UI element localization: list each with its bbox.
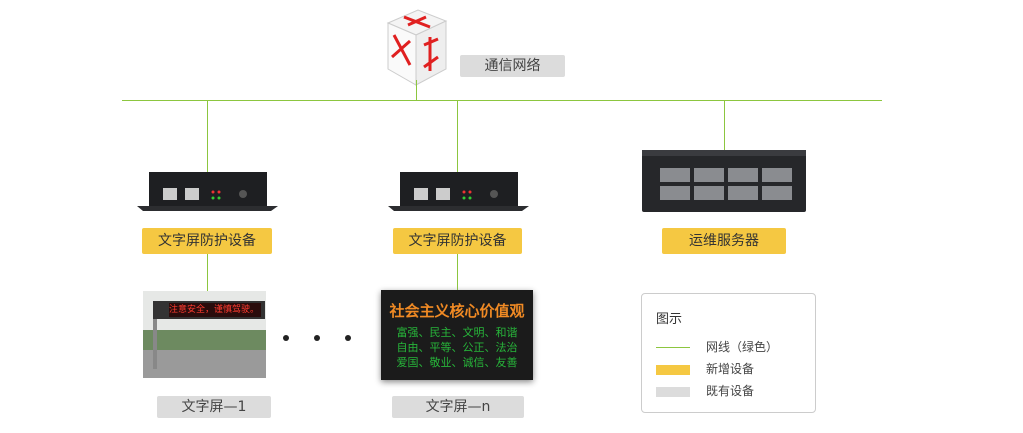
legend-item-cable: 网线（绿色） (656, 338, 778, 355)
legend: 图示 网线（绿色） 新增设备 既有设备 (641, 293, 816, 413)
screen-label: 文字屏—n (392, 396, 524, 418)
ellipsis-dot (283, 335, 289, 341)
ellipsis-dot (345, 335, 351, 341)
cable-device-1 (207, 100, 208, 172)
network-label: 通信网络 (460, 55, 565, 77)
router-cable (416, 80, 417, 100)
led-line: 自由、平等、公正、法治 (396, 341, 518, 354)
highway-sign-photo: 注意安全，谨慎驾驶。 (143, 291, 266, 378)
device-label: 文字屏防护设备 (142, 228, 272, 254)
protection-device-image (388, 172, 529, 211)
legend-title: 图示 (656, 312, 683, 327)
led-line: 富强、民主、文明、和谐 (396, 326, 518, 339)
screen-label: 文字屏—1 (157, 396, 271, 418)
server-image (642, 150, 806, 212)
led-title: 社会主义核心价值观 (389, 302, 525, 320)
led-line: 爱国、敬业、诚信、友善 (396, 356, 518, 369)
cable-screen-1 (207, 254, 208, 292)
cable-device-2 (457, 100, 458, 172)
sign-text: 注意安全，谨慎驾驶。 (169, 303, 261, 317)
network-cable (122, 100, 882, 101)
cable-server (724, 100, 725, 150)
protection-device-image (137, 172, 278, 211)
legend-item-existing: 既有设备 (656, 382, 754, 399)
device-label: 文字屏防护设备 (393, 228, 522, 254)
router-icon (386, 9, 448, 86)
server-label: 运维服务器 (662, 228, 786, 254)
legend-item-new: 新增设备 (656, 360, 754, 377)
cable-screen-n (457, 254, 458, 290)
led-text-screen: 社会主义核心价值观 富强、民主、文明、和谐 自由、平等、公正、法治 爱国、敬业、… (381, 290, 533, 380)
ellipsis-dot (314, 335, 320, 341)
